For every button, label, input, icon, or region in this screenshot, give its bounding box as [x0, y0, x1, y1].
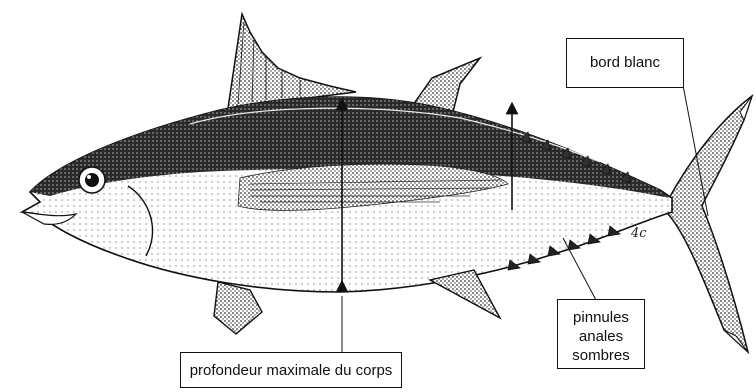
pinnules-line-2: anales: [558, 327, 644, 346]
pelvic-fin: [214, 282, 262, 334]
caudal-fin: [668, 96, 752, 352]
pinnules-anales-label: pinnules anales sombres: [557, 299, 645, 369]
profondeur-label: profondeur maximale du corps: [180, 352, 402, 388]
pinnules-line-3: sombres: [558, 346, 644, 365]
artist-signature: 4c: [631, 226, 647, 241]
pinnules-line-1: pinnules: [558, 308, 644, 327]
bord-blanc-text: bord blanc: [590, 54, 660, 71]
profondeur-text: profondeur maximale du corps: [190, 362, 393, 379]
bord-blanc-label: bord blanc: [566, 38, 684, 88]
anal-fin: [430, 270, 500, 318]
first-dorsal-fin: [228, 14, 356, 108]
